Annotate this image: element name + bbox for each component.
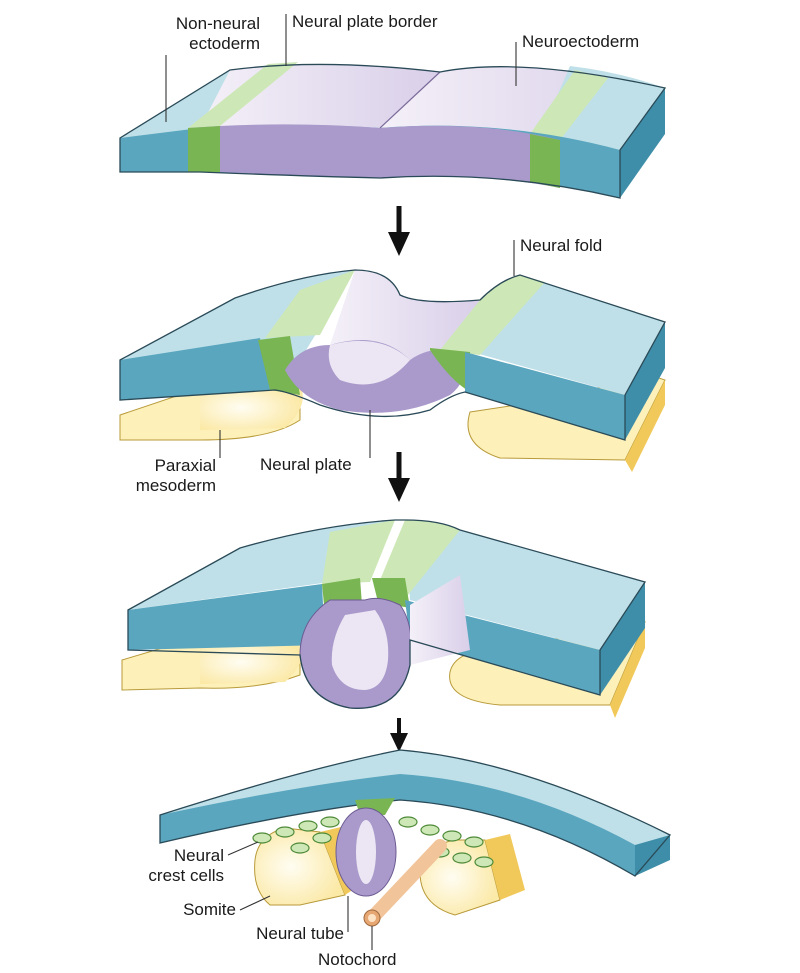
label-non-neural-ectoderm-line2: ectoderm	[189, 34, 260, 53]
label-neuroectoderm: Neuroectoderm	[522, 32, 640, 51]
down-arrow-1	[388, 206, 410, 256]
label-neural-plate-border: Neural plate border	[292, 12, 438, 31]
down-arrow-2	[388, 452, 410, 502]
label-non-neural-ectoderm: Non-neural ectoderm	[128, 14, 260, 54]
label-paraxial-mesoderm: Paraxial mesoderm	[108, 456, 216, 496]
down-arrow-3	[390, 718, 408, 752]
label-somite: Somite	[183, 900, 236, 919]
stage-4-neural-tube	[159, 749, 672, 927]
label-neural-crest-cells-line1: Neural	[173, 846, 224, 865]
stage-3-folds-closing	[121, 519, 647, 718]
label-neural-fold: Neural fold	[520, 236, 603, 255]
label-neural-tube: Neural tube	[256, 924, 344, 943]
label-neural-plate: Neural plate	[260, 455, 352, 474]
label-non-neural-ectoderm-line1: Non-neural	[175, 14, 260, 33]
leader-lines	[165, 14, 517, 950]
label-notochord: Notochord	[318, 950, 397, 969]
stage-1-neural-plate-flat	[119, 62, 667, 199]
label-neural-crest-cells: Neural crest cells	[118, 846, 224, 886]
stage-2-neural-folds	[119, 269, 666, 472]
neural-crest-cells	[252, 816, 494, 868]
label-neural-crest-cells-line2: crest cells	[148, 866, 224, 885]
label-paraxial-mesoderm-line2: mesoderm	[135, 476, 216, 495]
label-paraxial-mesoderm-line1: Paraxial	[154, 456, 216, 475]
